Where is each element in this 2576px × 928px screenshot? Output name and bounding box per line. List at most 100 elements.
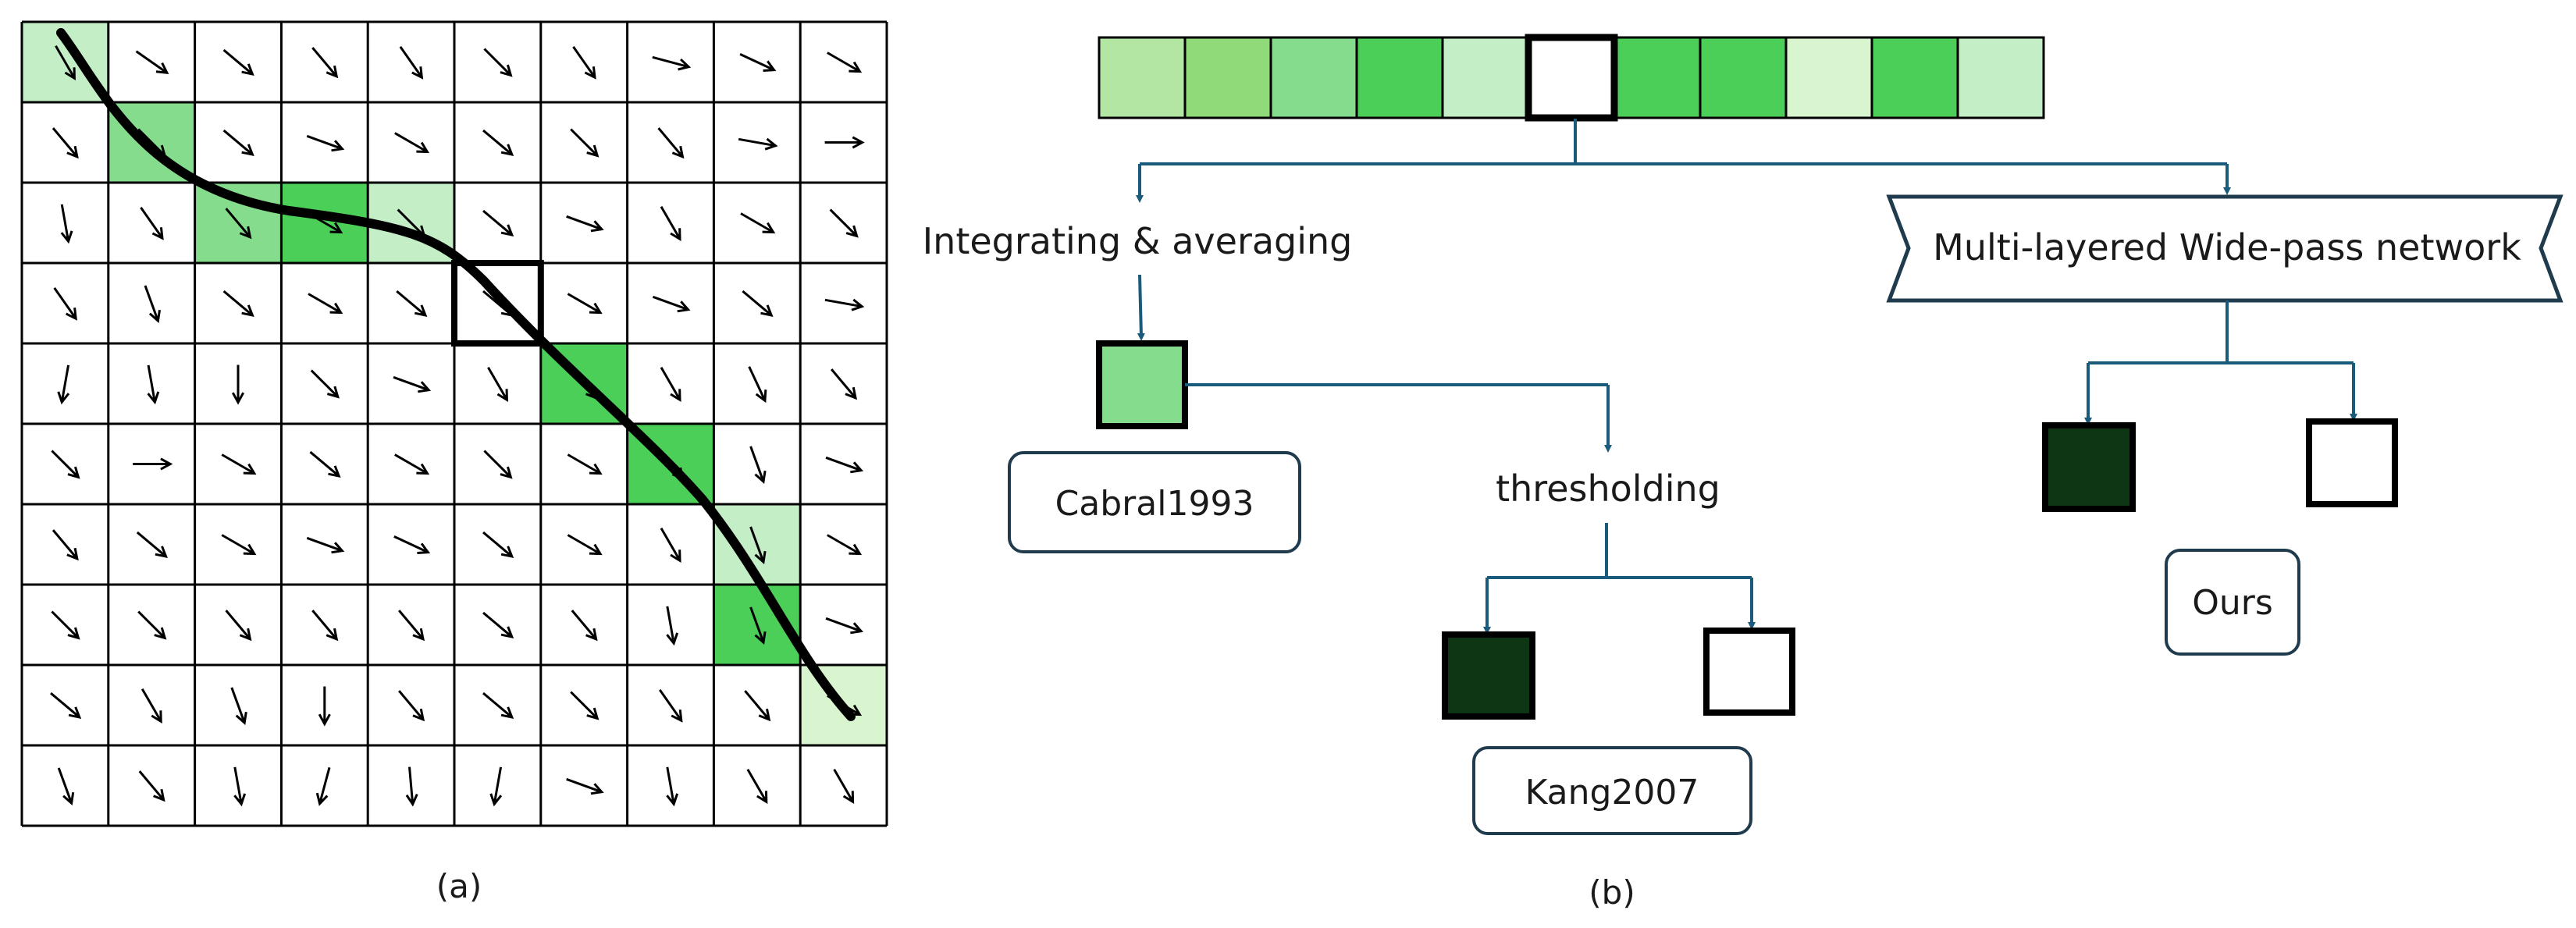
- strip-cell: [1699, 36, 1788, 119]
- vector-arrow: [308, 293, 343, 315]
- vector-arrow: [311, 610, 339, 642]
- vector-arrow: [483, 48, 513, 77]
- vector-arrow: [57, 767, 75, 805]
- strip-cell: [1527, 36, 1616, 119]
- vector-arrow: [483, 450, 513, 479]
- vector-arrow: [315, 766, 331, 806]
- vector-arrow: [827, 534, 863, 556]
- averaged-pixel: [1096, 340, 1188, 429]
- vector-arrow: [657, 127, 685, 159]
- vector-arrow: [749, 606, 767, 645]
- vector-arrow: [572, 45, 596, 80]
- vector-arrow: [140, 206, 164, 240]
- vector-arrow: [833, 768, 855, 804]
- vector-arrow: [137, 610, 167, 640]
- kang-box: [1472, 746, 1752, 835]
- vector-arrow: [147, 364, 160, 405]
- vector-arrow: [222, 290, 254, 317]
- vector-arrow: [135, 50, 169, 75]
- vector-arrow: [487, 366, 508, 402]
- vector-arrow: [742, 290, 774, 317]
- vector-arrow: [567, 534, 603, 556]
- strip-cell: [1355, 36, 1444, 119]
- vector-arrow: [393, 535, 431, 555]
- vector-arrow: [222, 129, 254, 156]
- vector-arrow: [398, 690, 425, 722]
- vector-arrow: [52, 127, 79, 159]
- vector-arrow: [652, 55, 692, 71]
- vector-arrow: [738, 137, 778, 151]
- vector-arrow: [138, 770, 165, 802]
- ours-white-pixel: [2306, 418, 2398, 507]
- vector-arrow: [482, 129, 514, 156]
- vector-arrow: [222, 48, 254, 76]
- vector-arrow: [566, 215, 604, 233]
- vector-arrow: [309, 450, 341, 478]
- ours-box: [2165, 549, 2300, 656]
- thresholding-label: thresholding: [1496, 468, 1720, 510]
- vector-arrow: [405, 766, 418, 807]
- vector-arrow: [53, 286, 77, 321]
- vector-arrow: [60, 204, 73, 244]
- vector-arrow: [394, 132, 430, 154]
- vector-arrow: [141, 688, 162, 724]
- strip-cell: [1613, 36, 1702, 119]
- kang-dark-pixel: [1442, 631, 1535, 720]
- vector-arrow: [739, 52, 777, 73]
- ours-dark-pixel: [2042, 422, 2136, 512]
- threshold-connectors: [1483, 523, 1756, 635]
- kang-white-pixel: [1703, 628, 1795, 716]
- vector-arrow: [52, 529, 79, 561]
- vector-arrow: [666, 766, 679, 807]
- averaged-to-threshold-connector: [1185, 383, 1612, 453]
- vector-arrow: [567, 453, 603, 475]
- vector-arrow: [482, 611, 514, 638]
- ours-label: Ours: [2192, 583, 2273, 623]
- vector-arrow: [221, 453, 257, 475]
- vector-arrow: [749, 446, 767, 484]
- panel-a-vector-field: (a): [20, 20, 888, 905]
- panel-b-pipeline: Integrating & averaging Cabral1993 thres…: [923, 34, 2564, 912]
- vector-arrow: [567, 293, 603, 315]
- vector-arrow: [570, 128, 600, 158]
- vector-arrow: [827, 52, 863, 73]
- vector-arrow: [310, 369, 340, 399]
- vector-arrow: [57, 364, 70, 405]
- vector-arrow: [482, 692, 514, 719]
- vector-arrow: [744, 690, 771, 722]
- strip-cell: [1269, 36, 1358, 119]
- pixel-strip: [1098, 34, 2045, 122]
- strip-cell: [1784, 36, 1873, 119]
- vector-arrow: [233, 766, 247, 807]
- cabral-box: [1008, 451, 1301, 553]
- vector-arrow: [51, 610, 80, 640]
- vector-arrow: [489, 766, 503, 807]
- strip-cell: [1183, 36, 1272, 119]
- strip-cell: [1870, 36, 1959, 119]
- vector-arrow: [482, 531, 514, 558]
- vector-arrow: [571, 610, 598, 642]
- vector-arrow: [824, 298, 865, 311]
- vector-arrow: [748, 366, 767, 404]
- vector-arrow: [55, 44, 76, 80]
- multilayer-banner: [1886, 194, 2564, 303]
- vector-arrow: [225, 208, 252, 240]
- integrating-label: Integrating & averaging: [923, 220, 1353, 262]
- flow-curve: [56, 28, 856, 721]
- panel-a-arrows: [50, 44, 865, 807]
- focus-cell: [451, 260, 544, 347]
- vector-arrow: [136, 531, 168, 558]
- vector-arrow: [660, 205, 681, 241]
- vector-arrow: [133, 457, 173, 471]
- vector-arrow: [396, 290, 428, 317]
- multilayer-label: Multi-layered Wide-pass network: [1933, 226, 2521, 268]
- vector-arrow: [482, 209, 514, 236]
- strip-cell: [1956, 36, 2045, 119]
- strip-connectors: [1136, 119, 2231, 203]
- vector-arrow: [398, 610, 425, 642]
- vector-arrow: [740, 212, 776, 234]
- vector-arrow: [231, 364, 245, 405]
- vector-arrow: [825, 617, 864, 635]
- kang-label: Kang2007: [1525, 773, 1699, 812]
